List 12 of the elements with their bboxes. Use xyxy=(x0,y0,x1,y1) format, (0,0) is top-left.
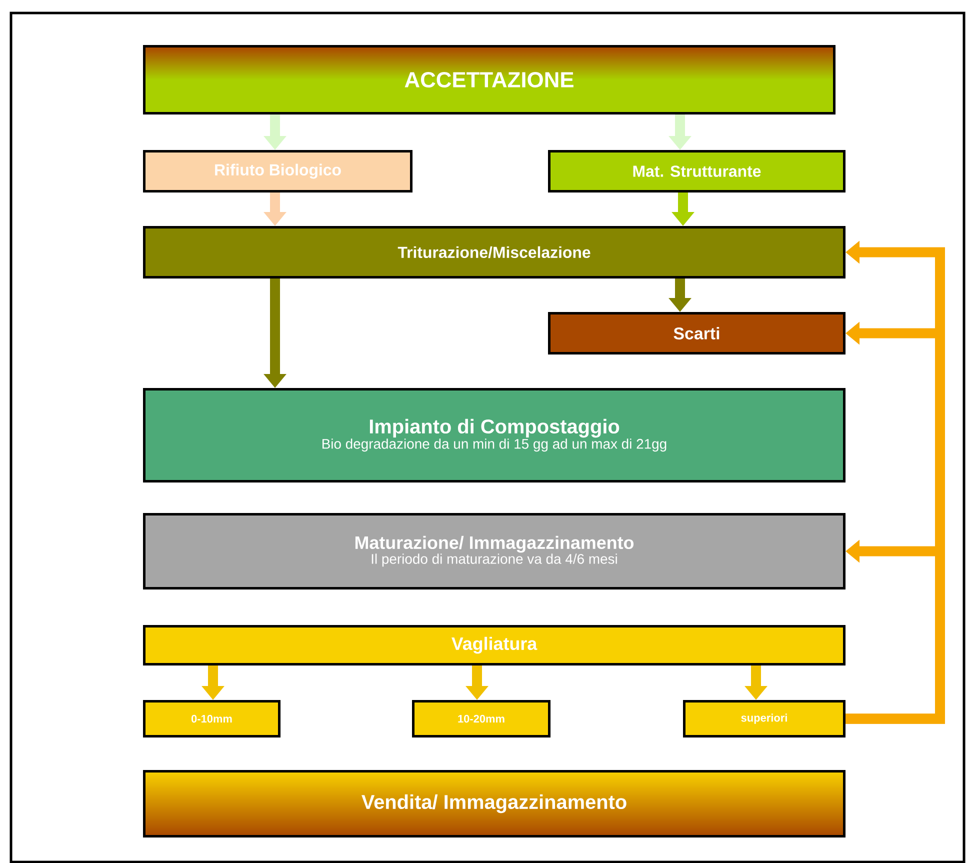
process-box: Scarti xyxy=(548,312,846,354)
process-box: Impianto di Compostaggio Bio degradazione da un min di 15 gg ad un max di 21gg xyxy=(143,388,846,482)
output-box: 0-10mm xyxy=(143,700,280,738)
process-box: Vagliatura xyxy=(143,625,846,666)
heading-box: Vendita/ Immagazzinamento xyxy=(143,770,846,838)
process-box: Mat. Strutturante xyxy=(548,150,846,192)
output-box: superiori xyxy=(683,700,846,738)
process-box: Triturazione/Miscelazione xyxy=(143,226,846,278)
output-box: 10-20mm xyxy=(412,700,550,738)
process-box: Rifiuto Biologico xyxy=(143,150,412,192)
process-box: Maturazione/ Immagazzinamento Il periodo di maturazione va da 4/6 mesi xyxy=(143,513,846,590)
heading-box: ACCETTAZIONE xyxy=(143,45,836,114)
